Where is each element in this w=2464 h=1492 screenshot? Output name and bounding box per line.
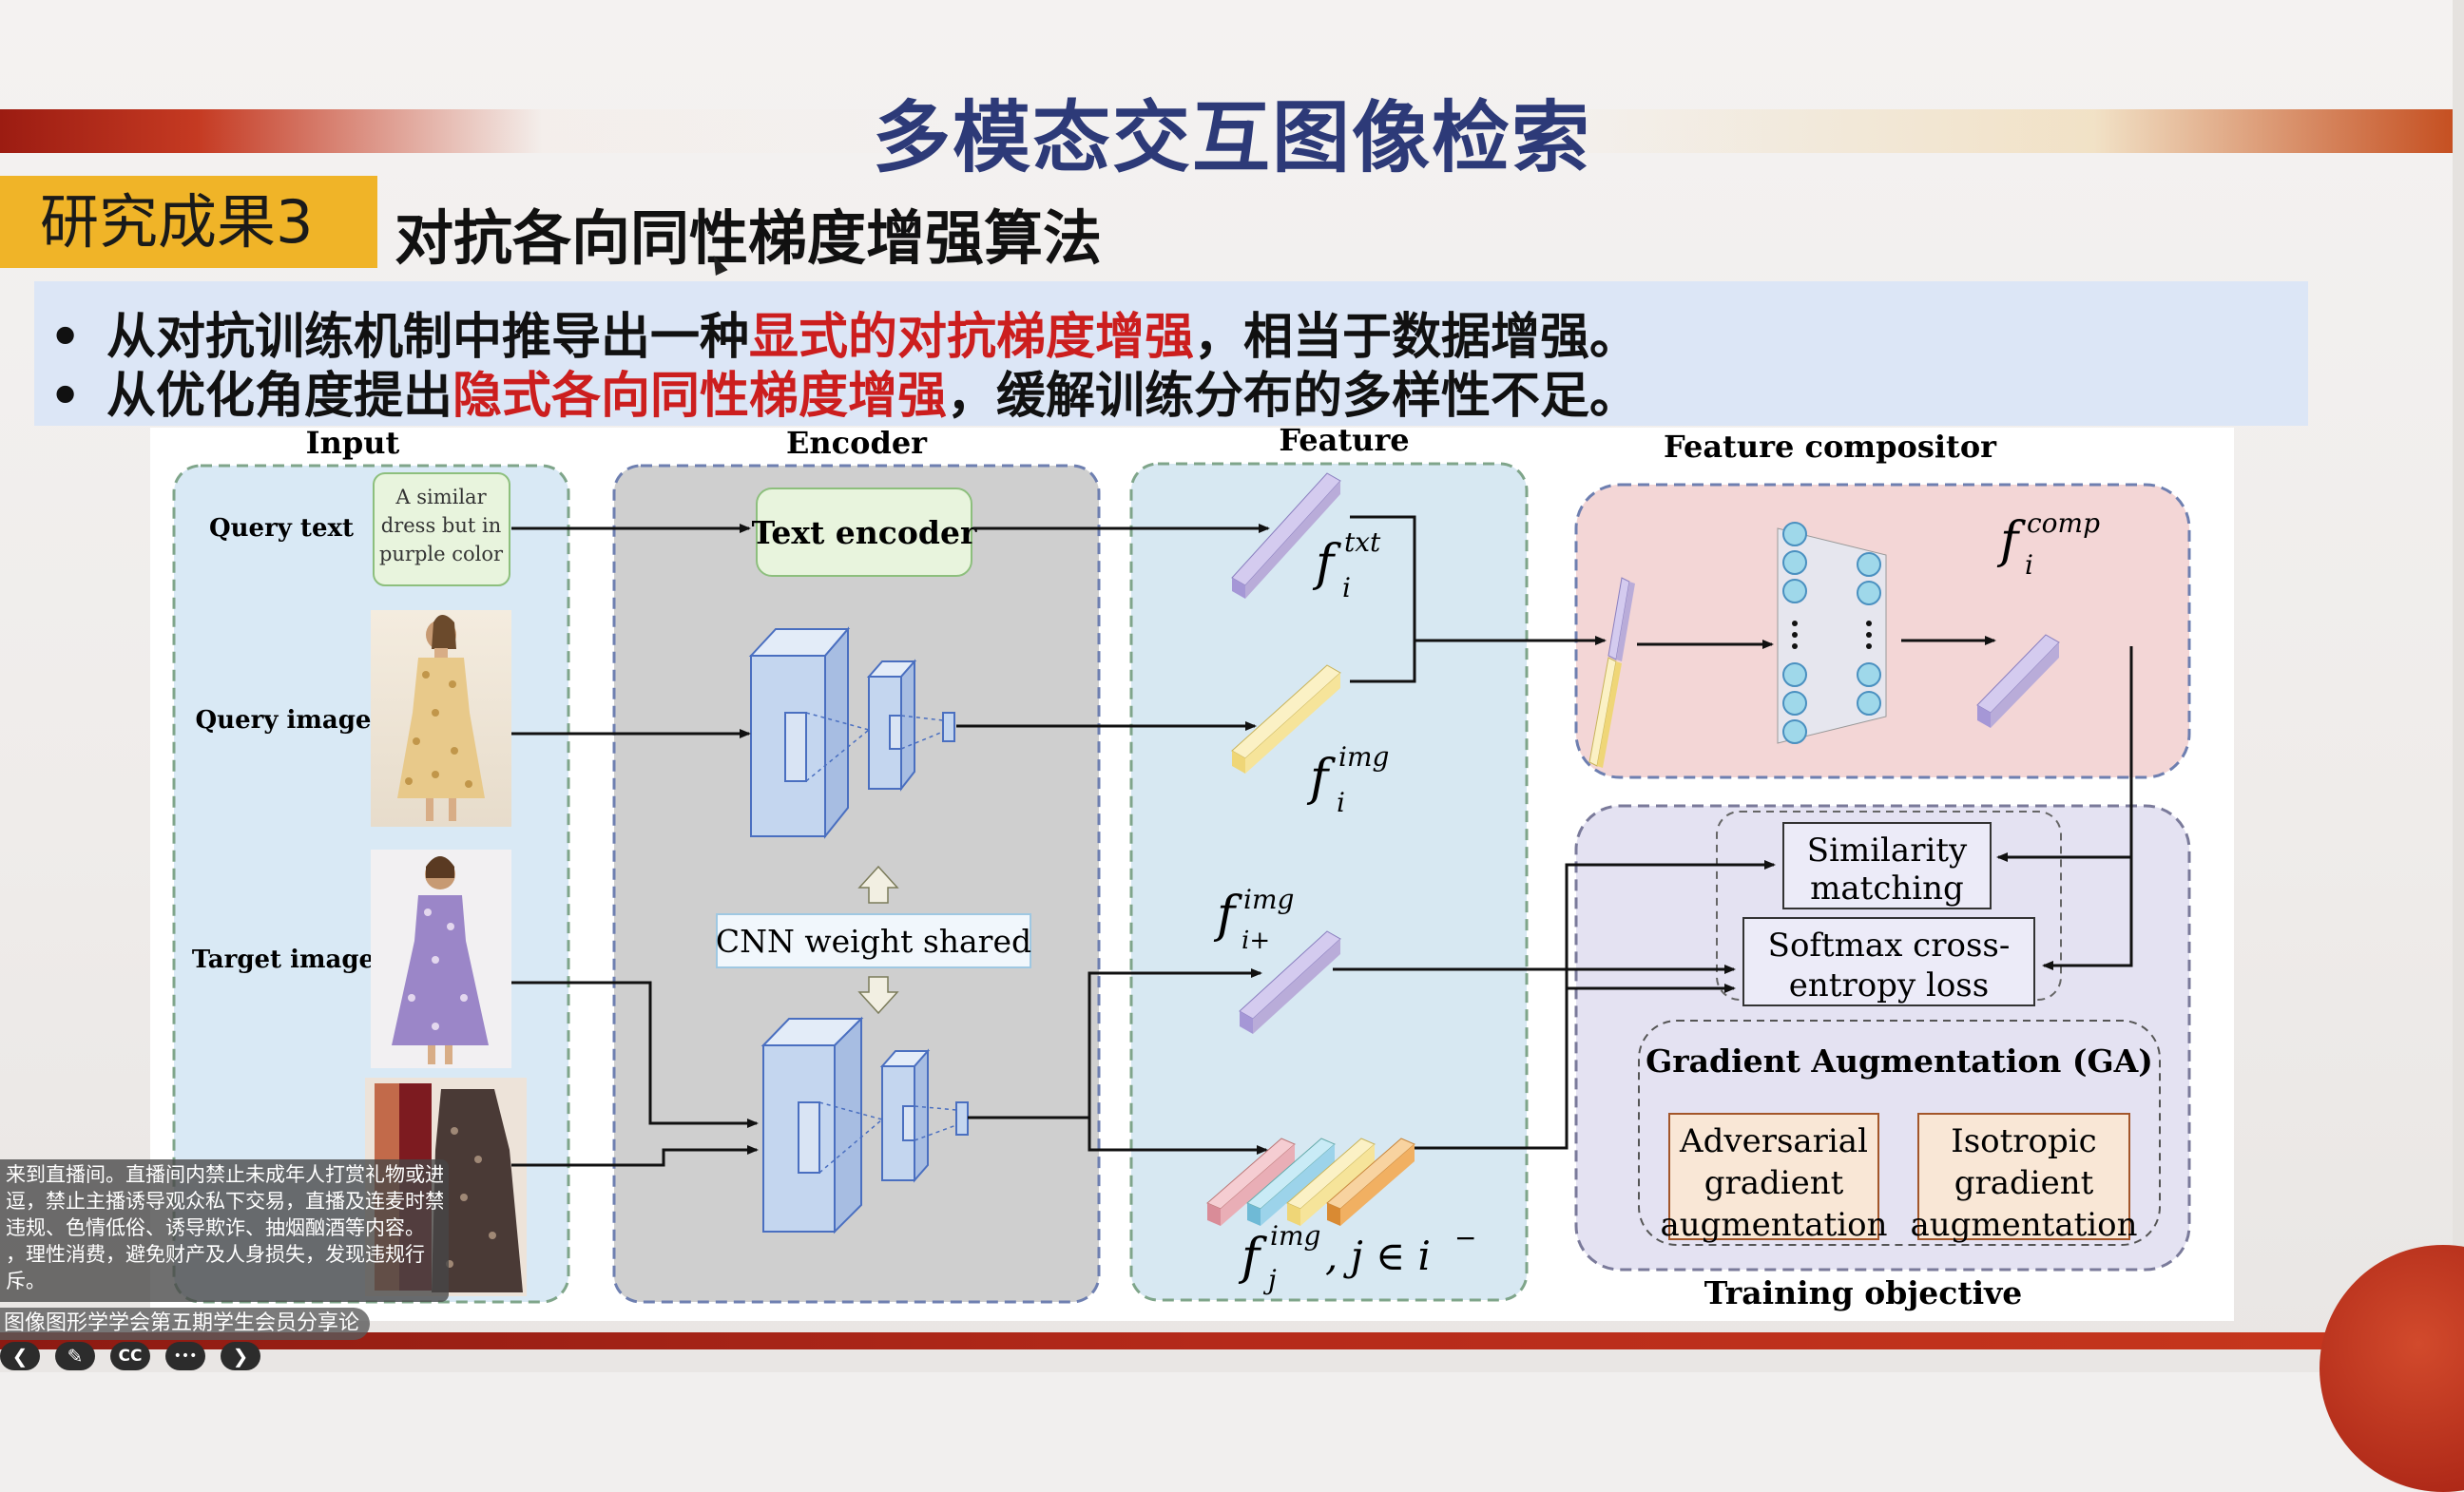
svg-text:img: img (1338, 741, 1389, 773)
pen-icon[interactable]: ✎ (55, 1342, 95, 1370)
softmax-line1: Softmax cross- (1768, 927, 2011, 965)
svg-text:img: img (1270, 1220, 1320, 1252)
isotropic-line1: Isotropic (1951, 1122, 2096, 1160)
svg-text:img: img (1243, 884, 1294, 915)
feature-panel (1129, 462, 1529, 1302)
bullet-1-pre: 从对抗训练机制中推导出一种 (106, 309, 750, 366)
ga-title: Gradient Augmentation (GA) (1646, 1042, 2153, 1080)
cnn-lower-icon (760, 1016, 969, 1234)
bullet-2: • 从优化角度提出隐式各向同性梯度增强，缓解训练分布的多样性不足。 (49, 355, 1639, 427)
captions-button[interactable]: CC (110, 1342, 150, 1370)
svg-text:i+: i+ (1242, 927, 1270, 955)
bullet-box (34, 281, 2308, 426)
adversarial-line2: gradient (1704, 1164, 1844, 1202)
next-icon[interactable]: ❯ (221, 1342, 260, 1370)
bullet-dot: • (49, 309, 82, 366)
text-encoder-box (756, 488, 972, 577)
similarity-line2: matching (1810, 870, 1964, 908)
chat-line: 来到直播间。直播间内禁止未成年人打赏礼物或进 (6, 1163, 443, 1186)
query-image-photo (371, 610, 511, 827)
prev-icon[interactable]: ❮ (0, 1342, 40, 1370)
target-image-label: Target image (192, 946, 375, 974)
section-encoder-title: Encoder (786, 428, 928, 461)
result-tag: 研究成果3 (0, 176, 377, 268)
isotropic-line2: gradient (1954, 1164, 2094, 1202)
training-objective-label: Training objective (1704, 1274, 2023, 1311)
bullet-1-highlight: 显式的对抗梯度增强 (749, 309, 1195, 366)
feature-pos-bar (1239, 930, 1341, 1034)
svg-text:−: − (1454, 1222, 1476, 1253)
window-edge (2453, 0, 2464, 1372)
compositor-output-bar (1976, 634, 2060, 728)
svg-text:txt: txt (1344, 526, 1381, 558)
diagram-svg: Input Encoder Feature Feature compositor… (172, 422, 2191, 1311)
cnn-shared-label: CNN weight shared (716, 923, 1031, 960)
cnn-upper-icon (748, 626, 955, 839)
feature-txt-bar (1231, 472, 1341, 599)
adversarial-line1: Adversarial (1679, 1122, 1868, 1160)
compositor-input-bars (1588, 577, 1635, 768)
svg-text:i: i (1342, 572, 1351, 603)
live-chat-notice: 来到直播间。直播间内禁止未成年人打赏礼物或进 逗，禁止主播诱导观众私下交易，直播… (0, 1159, 449, 1302)
section-compositor-title: Feature compositor (1664, 429, 1997, 465)
forum-caption: 图像图形学学会第五期学生会员分享论坛 (0, 1308, 370, 1368)
isotropic-box (1917, 1113, 2130, 1240)
query-text-line1: A similar (395, 486, 487, 508)
shared-arrow-up-icon (857, 865, 899, 904)
mlp-network-icon (1777, 522, 1887, 744)
bullet-1: • 从对抗训练机制中推导出一种显式的对抗梯度增强，相当于数据增强。 (49, 296, 1639, 368)
architecture-diagram: Input Encoder Feature Feature compositor… (150, 422, 2234, 1321)
cnn-lower-links (818, 1101, 957, 1174)
adversarial-box (1668, 1113, 1879, 1240)
player-controls: ❮ ✎ CC ••• ❯ (0, 1342, 285, 1372)
query-text-box (373, 472, 510, 586)
loss-group (1716, 811, 2062, 1001)
similarity-box (1782, 822, 1992, 909)
text-encoder-label: Text encoder (752, 514, 977, 551)
isotropic-line3: augmentation (1910, 1206, 2137, 1244)
feature-neg-bars (1206, 1138, 1415, 1226)
footer-decor-bar (0, 1332, 2464, 1349)
svg-text:i: i (2025, 549, 2033, 581)
feature-img-bar (1231, 664, 1341, 774)
query-text-line3: purple color (379, 543, 504, 565)
bullet-dot: • (49, 368, 82, 425)
cnn-shared-box (716, 913, 1031, 968)
bullet-1-post: ，相当于数据增强。 (1194, 309, 1640, 366)
encoder-panel (612, 464, 1101, 1304)
softmax-line2: entropy loss (1789, 966, 1989, 1004)
shared-arrow-down-icon (857, 976, 899, 1015)
bullet-2-pre: 从优化角度提出 (106, 368, 453, 425)
similarity-line1: Similarity (1807, 832, 1968, 870)
chat-line: 违规、色情低俗、诱导欺诈、抽烟酗酒等内容。 (6, 1216, 425, 1239)
ga-group (1638, 1020, 2161, 1246)
target-image-photo (371, 850, 511, 1068)
svg-text:comp: comp (2027, 507, 2100, 539)
slide-subtitle: 对抗各向同性梯度增强算法 (395, 203, 1103, 273)
section-input-title: Input (306, 428, 400, 461)
header-decor-bar (0, 109, 2464, 153)
math-f-neg: f img j , j ∈ i − (1238, 1220, 1476, 1295)
softmax-box (1742, 917, 2035, 1006)
svg-text:, j ∈ i: , j ∈ i (1325, 1233, 1431, 1279)
flow-arrows (511, 515, 2133, 1167)
bullet-2-post: ，缓解训练分布的多样性不足。 (947, 368, 1640, 425)
query-text-label: Query text (209, 514, 354, 543)
more-icon[interactable]: ••• (165, 1342, 205, 1370)
adversarial-line3: augmentation (1660, 1206, 1887, 1244)
chat-line: 逗，禁止主播诱导观众私下交易，直播及连麦时禁 (6, 1190, 443, 1213)
query-image-label: Query image (196, 706, 372, 735)
cnn-upper-links (805, 712, 944, 782)
svg-text:i: i (1337, 787, 1345, 818)
chat-line: 斥。 (6, 1270, 46, 1292)
slide-title: 多模态交互图像检索 (872, 93, 1591, 183)
query-text-line2: dress but in (381, 514, 501, 537)
chat-line: ，理性消费，避免财产及人身损失，发现违规行 (6, 1243, 425, 1266)
section-feature-title: Feature (1279, 428, 1409, 458)
bullet-2-highlight: 隐式各向同性梯度增强 (452, 368, 948, 425)
